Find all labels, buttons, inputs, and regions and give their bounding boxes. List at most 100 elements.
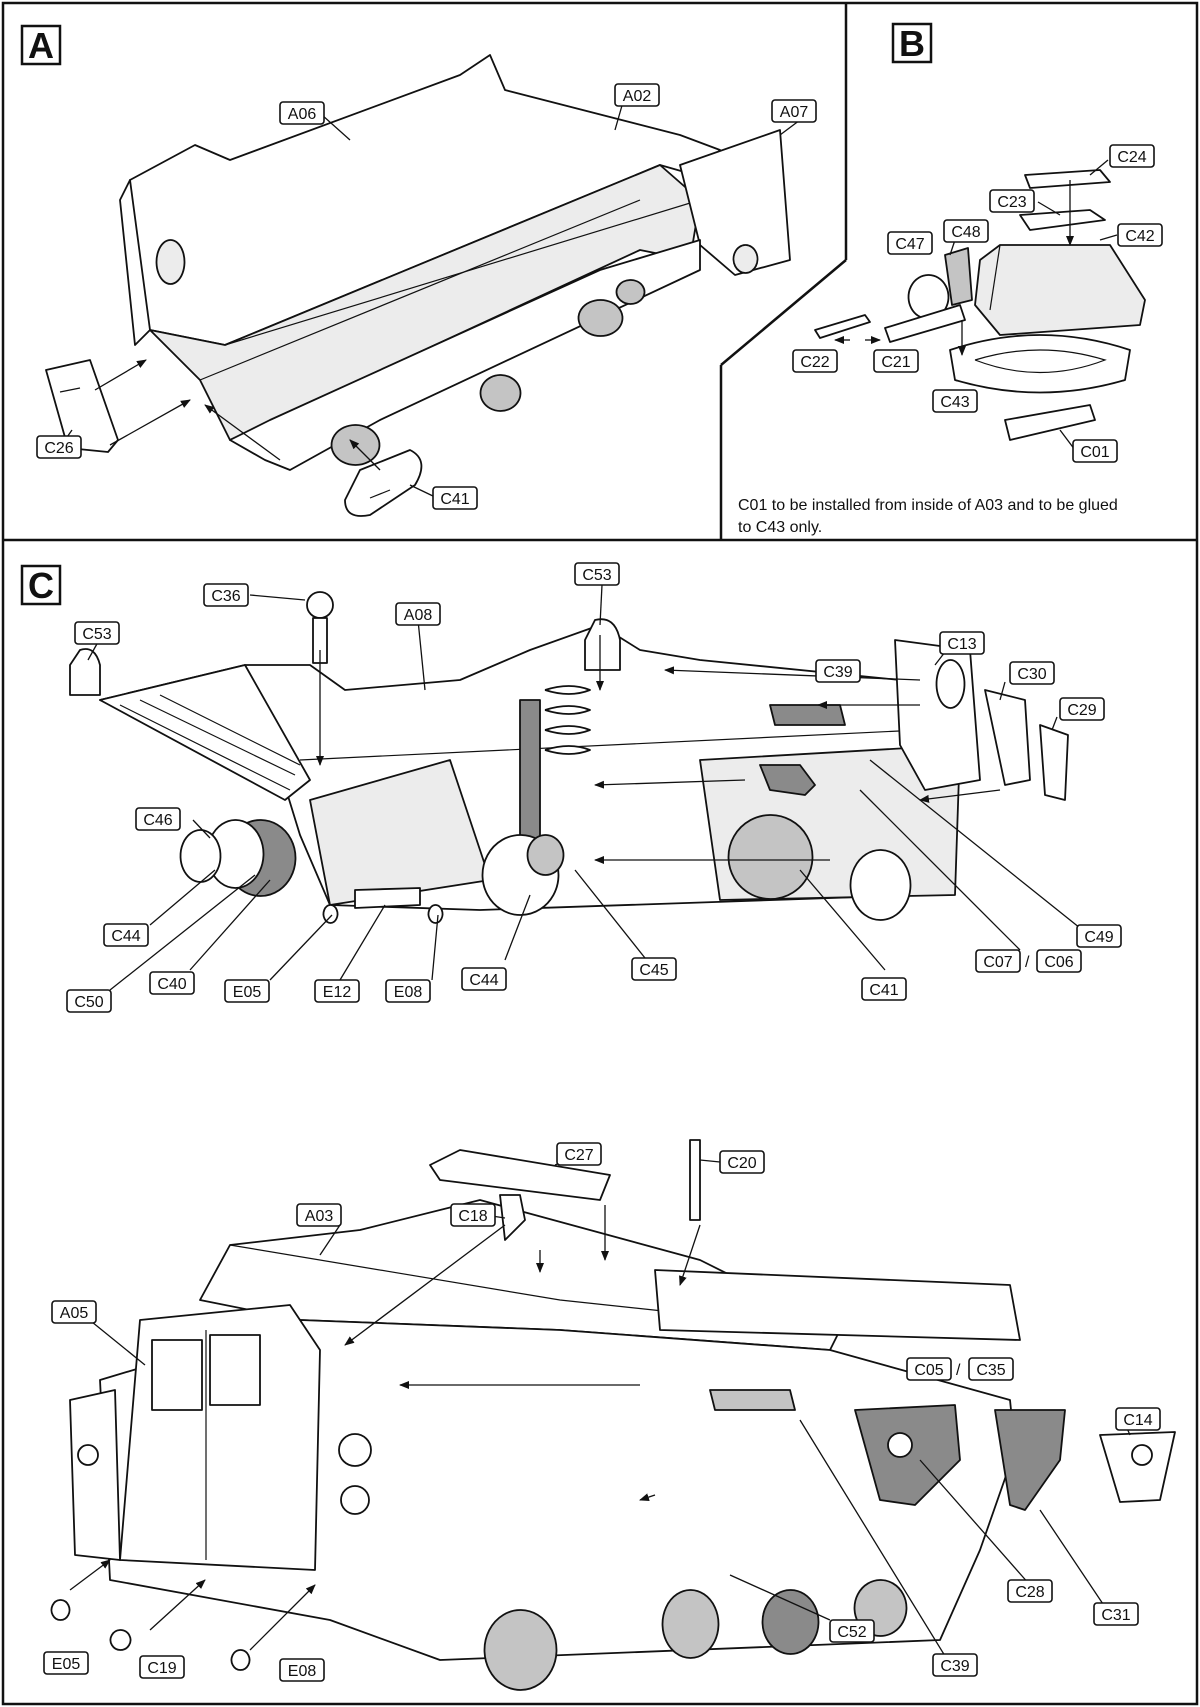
label-c47: C47 [887, 231, 933, 255]
svg-text:C44: C44 [469, 972, 498, 989]
label-c44-mid: C44 [461, 967, 507, 991]
svg-text:C46: C46 [143, 812, 172, 829]
label-e08-top: E08 [385, 979, 431, 1003]
note-line-2: to C43 only. [738, 519, 822, 536]
svg-text:C45: C45 [639, 962, 668, 979]
svg-text:C19: C19 [147, 1660, 176, 1677]
label-c24: C24 [1109, 144, 1155, 168]
label-c39-top: C39 [815, 659, 861, 683]
svg-text:C21: C21 [881, 354, 910, 371]
label-c53-left: C53 [74, 621, 120, 645]
section-a-letter: A [28, 25, 54, 66]
label-c53-right: C53 [574, 562, 620, 586]
svg-text:C24: C24 [1117, 149, 1146, 166]
label-e08-bottom: E08 [279, 1658, 325, 1682]
section-b-letter: B [899, 23, 925, 64]
svg-text:C41: C41 [440, 491, 469, 508]
label-a07: A07 [771, 99, 817, 123]
svg-text:A05: A05 [60, 1305, 89, 1322]
label-a08: A08 [395, 602, 441, 626]
section-c-marker: C [20, 564, 62, 606]
label-c40: C40 [149, 971, 195, 995]
svg-text:C22: C22 [800, 354, 829, 371]
label-c30: C30 [1009, 661, 1055, 685]
label-c48: C48 [943, 219, 989, 243]
section-a-drawing [45, 54, 801, 517]
svg-text:E05: E05 [52, 1656, 81, 1673]
label-c22: C22 [792, 349, 838, 373]
svg-text:E05: E05 [233, 984, 262, 1001]
section-c-top-drawing [69, 584, 1081, 991]
label-c01: C01 [1072, 439, 1118, 463]
svg-text:C31: C31 [1101, 1607, 1130, 1624]
svg-text:C50: C50 [74, 994, 103, 1011]
svg-text:C39: C39 [940, 1658, 969, 1675]
label-c31: C31 [1093, 1602, 1139, 1626]
svg-text:C53: C53 [82, 626, 111, 643]
svg-text:C40: C40 [157, 976, 186, 993]
svg-text:E08: E08 [394, 984, 423, 1001]
svg-text:A06: A06 [288, 106, 317, 123]
section-c-bottom-drawing [50, 1139, 1176, 1691]
svg-text:A03: A03 [305, 1208, 334, 1225]
svg-text:A02: A02 [623, 88, 652, 105]
label-c35: C35 [968, 1357, 1014, 1381]
section-c-letter: C [28, 565, 54, 606]
svg-text:C05: C05 [914, 1362, 943, 1379]
label-c07: C07 [975, 949, 1021, 973]
label-c41-a: C41 [432, 486, 478, 510]
svg-text:C20: C20 [727, 1155, 756, 1172]
label-c44-left: C44 [103, 923, 149, 947]
label-c05: C05 [906, 1357, 952, 1381]
label-c46: C46 [135, 807, 181, 831]
svg-text:C26: C26 [44, 440, 73, 457]
svg-text:E12: E12 [323, 984, 352, 1001]
svg-text:C28: C28 [1015, 1584, 1044, 1601]
svg-text:C53: C53 [582, 567, 611, 584]
svg-text:C44: C44 [111, 928, 140, 945]
svg-text:C14: C14 [1123, 1412, 1152, 1429]
label-e05-top: E05 [224, 979, 270, 1003]
separator-c07-c06: / [1025, 954, 1030, 971]
label-a03: A03 [296, 1203, 342, 1227]
svg-text:C30: C30 [1017, 666, 1046, 683]
label-c52: C52 [829, 1619, 875, 1643]
svg-text:C36: C36 [211, 588, 240, 605]
label-a02: A02 [614, 83, 660, 107]
svg-text:C47: C47 [895, 236, 924, 253]
svg-text:C29: C29 [1067, 702, 1096, 719]
svg-text:C41: C41 [869, 982, 898, 999]
label-a05: A05 [51, 1300, 97, 1324]
label-c19: C19 [139, 1655, 185, 1679]
label-c49: C49 [1076, 924, 1122, 948]
label-c13: C13 [939, 631, 985, 655]
svg-text:C23: C23 [997, 194, 1026, 211]
label-c29: C29 [1059, 697, 1105, 721]
label-c27: C27 [556, 1142, 602, 1166]
svg-text:C13: C13 [947, 636, 976, 653]
label-c36: C36 [203, 583, 249, 607]
note-line-1: C01 to be installed from inside of A03 a… [738, 497, 1118, 514]
svg-text:C18: C18 [458, 1208, 487, 1225]
label-c42: C42 [1117, 223, 1163, 247]
label-e12: E12 [314, 979, 360, 1003]
separator-c05-c35: / [956, 1362, 961, 1379]
svg-text:C27: C27 [564, 1147, 593, 1164]
label-c18: C18 [450, 1203, 496, 1227]
label-c43: C43 [932, 389, 978, 413]
section-b-drawing [814, 159, 1146, 451]
svg-text:C01: C01 [1080, 444, 1109, 461]
svg-text:C49: C49 [1084, 929, 1113, 946]
label-e05-bottom: E05 [43, 1651, 89, 1675]
svg-text:C43: C43 [940, 394, 969, 411]
section-a-marker: A [20, 24, 62, 66]
svg-text:C48: C48 [951, 224, 980, 241]
label-c14: C14 [1115, 1407, 1161, 1431]
label-c21: C21 [873, 349, 919, 373]
svg-text:C06: C06 [1044, 954, 1073, 971]
svg-text:A08: A08 [404, 607, 433, 624]
svg-text:C42: C42 [1125, 228, 1154, 245]
svg-text:C52: C52 [837, 1624, 866, 1641]
label-c41-c: C41 [861, 977, 907, 1001]
